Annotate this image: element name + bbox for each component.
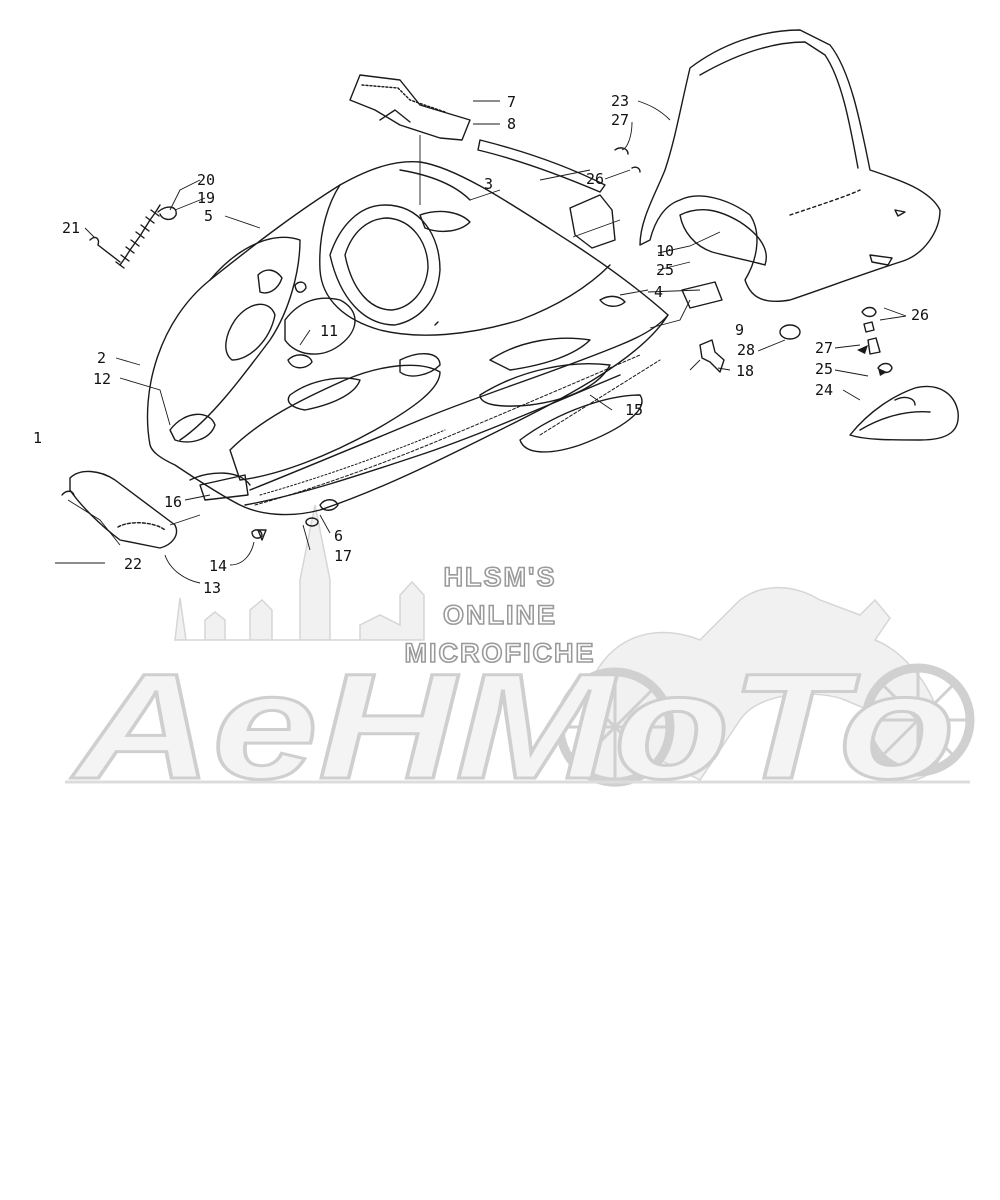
callout-25a: 25 (656, 261, 675, 279)
callout-7: 7 (507, 93, 517, 111)
hand-guard-mount (894, 396, 916, 406)
callout-21: 21 (62, 219, 81, 237)
arrow-marks (857, 345, 887, 376)
top-decal (349, 74, 471, 141)
watermark-graphic (65, 504, 975, 787)
hardware (257, 147, 893, 541)
callout-19: 19 (197, 189, 216, 207)
callout-1: 1 (33, 429, 43, 447)
callout-26a: 26 (586, 170, 605, 188)
callout-23: 23 (611, 92, 630, 110)
bolt (251, 529, 263, 539)
strip-decal (477, 139, 606, 193)
callout-20: 20 (197, 171, 216, 189)
hand-guard (849, 385, 959, 441)
callout-12: 12 (93, 370, 112, 388)
callout-4: 4 (654, 283, 664, 301)
callout-16: 16 (164, 493, 183, 511)
leader-lines (55, 100, 907, 584)
callout-18: 18 (736, 362, 755, 380)
watermark-line-2: ONLINE (442, 599, 557, 631)
callout-27a: 27 (611, 111, 630, 129)
callout-25b: 25 (815, 360, 834, 378)
front-trim (61, 470, 178, 549)
callout-9: 9 (735, 321, 745, 339)
label-plate (681, 281, 723, 309)
callout-24: 24 (815, 381, 834, 399)
callout-14: 14 (209, 557, 228, 575)
callout-6: 6 (334, 527, 344, 545)
windshield (639, 29, 941, 302)
callout-11: 11 (320, 322, 339, 340)
deflector-panel (569, 194, 616, 249)
callout-3: 3 (484, 175, 494, 193)
hand-guard-edge (859, 410, 931, 431)
vent-panel (679, 209, 767, 266)
callout-5: 5 (204, 207, 214, 225)
callout-17: 17 (334, 547, 353, 565)
callout-22: 22 (124, 555, 143, 573)
callout-2: 2 (97, 349, 107, 367)
hood (146, 160, 669, 516)
decal-stripes (254, 354, 661, 506)
brand-watermark: AeHMoTo (70, 642, 955, 810)
watermark-line-1: HLSM'S (443, 561, 557, 593)
spring-assembly (89, 204, 177, 269)
callout-10: 10 (656, 242, 675, 260)
callout-13: 13 (203, 579, 222, 597)
callout-8: 8 (507, 115, 517, 133)
callout-28: 28 (737, 341, 756, 359)
callout-27b: 27 (815, 339, 834, 357)
callout-15: 15 (625, 401, 644, 419)
watermark-line-3: MICROFICHE (404, 637, 596, 669)
callout-26b: 26 (911, 306, 930, 324)
